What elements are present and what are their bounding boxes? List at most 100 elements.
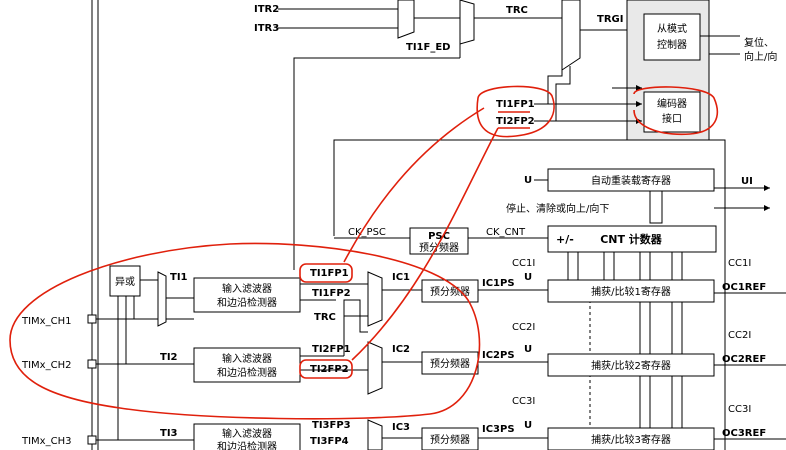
ch3-pin — [87, 435, 97, 445]
reset-note-1: 复位、 — [744, 36, 774, 49]
ic1-mux — [367, 271, 383, 327]
ti1f-ed-label: TI1F_ED — [406, 42, 450, 53]
capture-compare-1 — [547, 279, 715, 303]
ch1-label: TIMx_CH1 — [21, 316, 71, 327]
enc-arrow-0 — [636, 85, 642, 91]
stop-arrowhead — [764, 205, 770, 211]
xor-gate — [109, 265, 141, 297]
psc-title: PSC — [428, 231, 450, 242]
enc-arrow-1 — [636, 101, 642, 107]
cap1-label: 捕获/比较1寄存器 — [591, 285, 671, 298]
cc1i-label: CC1I — [512, 258, 535, 269]
ti3-label: TI3 — [160, 428, 178, 439]
cross-wire-1 — [343, 299, 368, 356]
ic1-label: IC1 — [392, 272, 410, 283]
ui-arrowhead — [764, 185, 770, 191]
ic3-mux — [367, 419, 383, 450]
cnt-counter — [547, 225, 717, 253]
ch2-prescaler-label: 预分频器 — [430, 357, 470, 370]
slave-label-2: 控制器 — [657, 38, 687, 51]
itr-mux — [397, 0, 415, 39]
ch3-label: TIMx_CH3 — [21, 436, 71, 447]
annotation-encoder-loop — [633, 86, 719, 136]
u-ch3-label: U — [524, 420, 532, 431]
xor-label: 异或 — [115, 276, 135, 288]
oc1ref-label: OC1REF — [722, 282, 766, 293]
u-ch2-label: U — [524, 344, 532, 355]
arr-label: 自动重装载寄存器 — [591, 174, 671, 187]
ch2-pin — [87, 359, 97, 369]
ch2-filter-1: 输入滤波器 — [222, 352, 272, 365]
ch1-pin — [87, 314, 97, 324]
ch2-label: TIMx_CH2 — [21, 360, 71, 371]
annotation-ti1fp1-circle — [299, 263, 353, 283]
ch1-filter — [193, 277, 301, 313]
ch1-filter-1: 输入滤波器 — [222, 282, 272, 295]
cnt-bus-a — [567, 251, 579, 283]
encoder-interface — [643, 91, 701, 133]
auto-reload-register — [547, 168, 715, 192]
ic2-mux — [367, 341, 383, 395]
trc-top-label: TRC — [506, 5, 528, 16]
ti1f-ed-wire — [293, 57, 460, 270]
annotation-link-2 — [351, 127, 499, 361]
plus-minus-label: +/- — [556, 233, 574, 246]
ui-label: UI — [741, 176, 753, 187]
oc3ref-label: OC3REF — [722, 428, 766, 439]
itr2-label: ITR2 — [254, 4, 279, 15]
ti1-mux — [157, 271, 167, 327]
ch3-prescaler — [421, 427, 479, 450]
psc-sub: 预分频器 — [419, 241, 459, 254]
ti1-label: TI1 — [170, 272, 188, 283]
ti1fp1-top-label: TI1FP1 — [496, 99, 535, 110]
ti2fp1-label: TI2FP1 — [312, 344, 351, 355]
stop-clear-label: 停止、清除或向上/向下 — [506, 202, 609, 215]
ti1fp1-mux-wire — [547, 68, 563, 104]
slave-mode-controller — [643, 13, 701, 61]
ti1fp2-label: TI1FP2 — [312, 288, 351, 299]
psc-prescaler — [409, 227, 469, 255]
ch2-filter-2: 和边沿检测器 — [217, 366, 277, 379]
cap2-label: 捕获/比较2寄存器 — [591, 359, 671, 372]
ti2fp2-mux-wire — [555, 66, 571, 121]
ic2-label: IC2 — [392, 344, 410, 355]
ck-cnt-label: CK_CNT — [486, 227, 526, 238]
ch3-filter-2: 和边沿检测器 — [217, 440, 277, 450]
cap3-label: 捕获/比较3寄存器 — [591, 433, 671, 446]
annotation-link-1 — [343, 107, 485, 263]
cc3i-label: CC3I — [512, 396, 535, 407]
ck-psc-label: CK_PSC — [348, 227, 386, 238]
ic1ps-label: IC1PS — [482, 278, 515, 289]
ic3ps-label: IC3PS — [482, 424, 515, 435]
encoder-label-1: 编码器 — [657, 97, 687, 110]
ti2-label: TI2 — [160, 352, 178, 363]
ti3fp3-label: TI3FP3 — [312, 420, 351, 431]
trgi-label: TRGI — [597, 14, 623, 25]
ti3fp4-label: TI3FP4 — [310, 436, 349, 447]
trgi-mux — [459, 0, 475, 45]
slave-mux — [561, 0, 581, 71]
annotation-ti2fp2-circle — [299, 359, 353, 379]
cc3i-right-label: CC3I — [728, 404, 751, 415]
ch1-prescaler — [421, 279, 479, 303]
cc2i-right-label: CC2I — [728, 330, 751, 341]
cc1i-right-label: CC1I — [728, 258, 751, 269]
cnt-label: CNT 计数器 — [600, 232, 663, 246]
ch1-filter-2: 和边沿检测器 — [217, 296, 277, 309]
annotation-big-loop — [9, 242, 481, 420]
cc2i-label: CC2I — [512, 322, 535, 333]
oc2ref-label: OC2REF — [722, 354, 766, 365]
reset-note-2: 向上/向 — [744, 50, 777, 63]
encoder-label-2: 接口 — [662, 112, 682, 125]
ic2ps-label: IC2PS — [482, 350, 515, 361]
ic3-label: IC3 — [392, 422, 410, 433]
trc-ch1-label: TRC — [314, 312, 336, 323]
ch3-filter-1: 输入滤波器 — [222, 427, 272, 440]
annotation-top-fp-loop — [476, 85, 555, 138]
cnt-bus-b — [603, 251, 615, 283]
u-arr-label: U — [524, 175, 532, 186]
ch1-prescaler-label: 预分频器 — [430, 285, 470, 298]
slave-label-1: 从模式 — [657, 22, 687, 35]
